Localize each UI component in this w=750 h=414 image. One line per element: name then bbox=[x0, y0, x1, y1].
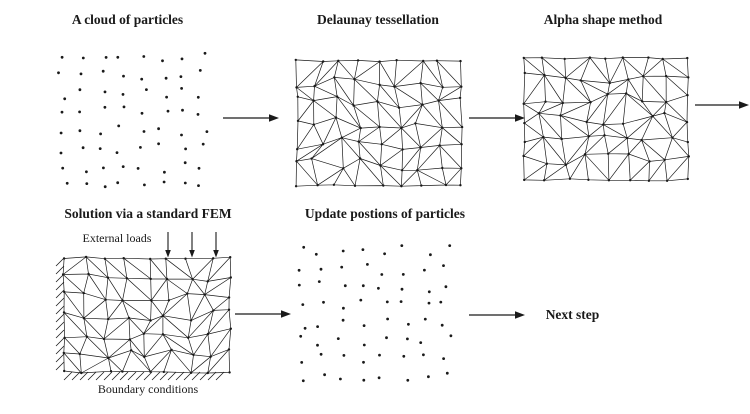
updated-particle-cloud-graphic bbox=[297, 244, 453, 383]
flow-arrow-cloud-to-delaunay-icon bbox=[223, 114, 279, 122]
step-title-particle-cloud: A cloud of particles bbox=[71, 12, 184, 27]
step-title-update-positions: Update postions of particles bbox=[304, 206, 466, 221]
particle-cloud-graphic bbox=[57, 51, 209, 189]
next-step-label: Next step bbox=[545, 307, 600, 322]
flow-arrow-update-to-next-step-icon bbox=[469, 311, 525, 319]
flow-arrow-delaunay-to-alpha-icon bbox=[469, 114, 525, 122]
step-title-alpha-shape: Alpha shape method bbox=[543, 12, 663, 27]
flow-arrow-fem-to-update-icon bbox=[235, 310, 291, 318]
fem-mesh-graphic bbox=[55, 232, 232, 381]
step-title-delaunay: Delaunay tessellation bbox=[317, 12, 439, 27]
flow-arrow-alpha-to-next-row-icon bbox=[695, 101, 749, 109]
step-title-fem-solution: Solution via a standard FEM bbox=[64, 206, 232, 221]
external-loads-label: External loads bbox=[82, 231, 152, 245]
alpha-shape-mesh-graphic bbox=[522, 56, 690, 182]
delaunay-mesh-graphic bbox=[294, 58, 464, 188]
boundary-conditions-label: Boundary conditions bbox=[97, 382, 199, 396]
